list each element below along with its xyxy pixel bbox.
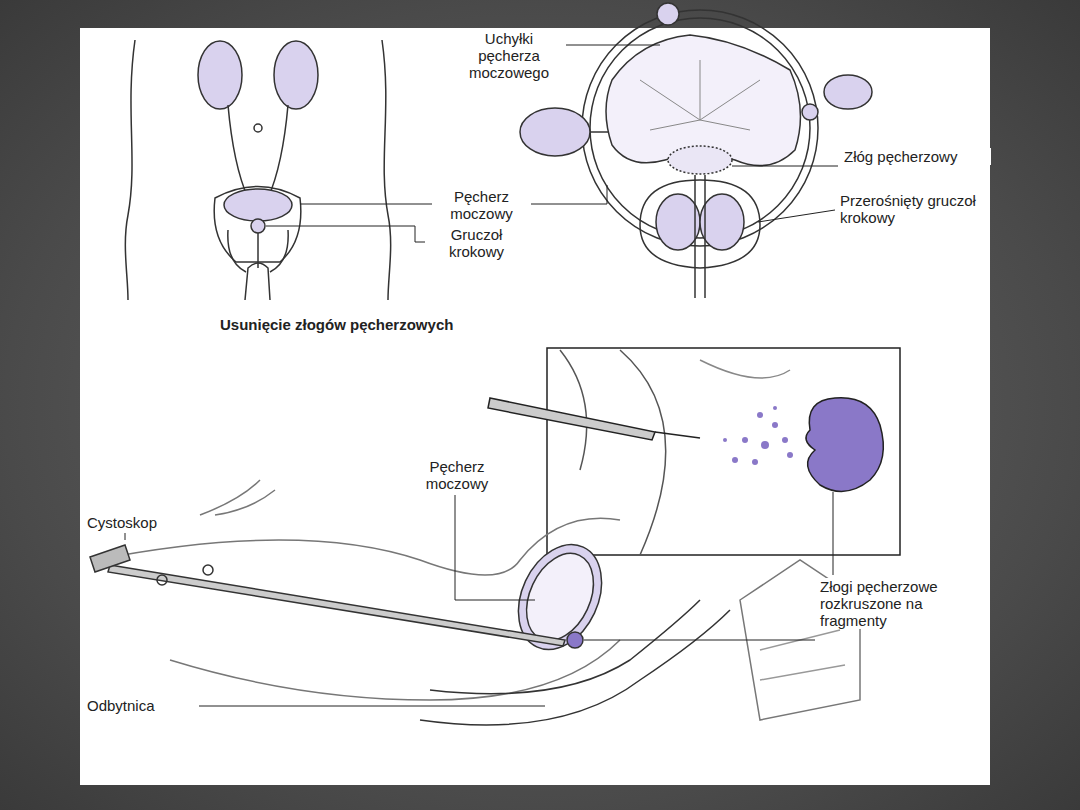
- drawing-line: [175, 706, 545, 707]
- pelvis-sagittal: [90, 480, 860, 725]
- drawing-ellipse: [198, 41, 242, 109]
- drawing-circle: [787, 452, 793, 458]
- part-label: Przerośnięty gruczoł krokowy: [838, 192, 987, 226]
- drawing-path: [200, 480, 275, 515]
- drawing-polyline: [455, 495, 535, 600]
- drawing-path: [640, 180, 760, 268]
- drawing-circle: [742, 437, 748, 443]
- part-label: Złóg pęcherzowy: [842, 148, 991, 165]
- part-label: Cystoskop: [85, 514, 199, 531]
- drawing-circle: [254, 124, 262, 132]
- drawing-circle: [251, 219, 265, 233]
- drawing-circle: [203, 565, 213, 575]
- drawing-circle: [772, 422, 778, 428]
- leader-lines: [125, 45, 838, 706]
- drawing-path: [228, 230, 246, 272]
- drawing-circle: [761, 441, 769, 449]
- drawing-path: [90, 545, 130, 572]
- drawing-line: [732, 166, 838, 167]
- drawing-circle: [773, 406, 777, 410]
- drawing-ellipse: [824, 75, 872, 109]
- drawing-line: [758, 210, 835, 222]
- drawing-circle: [590, 18, 810, 238]
- drawing-line: [590, 131, 610, 133]
- drawing-path: [108, 565, 565, 646]
- drawing-circle: [567, 632, 583, 648]
- drawing-path: [228, 105, 248, 198]
- drawing-circle: [757, 412, 763, 418]
- drawing-path: [655, 432, 700, 438]
- drawing-ellipse: [700, 194, 744, 250]
- drawing-path: [806, 398, 883, 492]
- part-label: Uchyłki pęcherza moczowego: [452, 30, 566, 81]
- drawing-circle: [802, 104, 818, 120]
- part-label: Pęcherz moczowy: [400, 458, 514, 492]
- drawing-ellipse: [520, 108, 590, 156]
- drawing-line: [300, 204, 432, 205]
- drawing-path: [245, 263, 270, 300]
- drawing-ellipse: [668, 146, 732, 174]
- diagram-title: Usunięcie złogów pęcherzowych: [218, 316, 455, 333]
- part-label: Odbytnica: [85, 697, 199, 714]
- drawing-circle: [732, 457, 738, 463]
- part-label: Złogi pęcherzowe rozkruszone na fragment…: [818, 578, 987, 629]
- drawing-path: [270, 230, 288, 272]
- drawing-path: [620, 350, 666, 555]
- drawing-circle: [657, 3, 679, 25]
- drawing-path: [125, 40, 135, 300]
- drawing-path: [382, 40, 391, 300]
- drawing-polyline: [525, 185, 607, 204]
- part-label: Pęcherz moczowy: [432, 188, 531, 222]
- drawing-line: [694, 175, 696, 298]
- drawing-line: [565, 45, 660, 46]
- drawing-path: [760, 630, 845, 680]
- drawing-line: [584, 640, 815, 641]
- part-label: Gruczoł krokowy: [427, 226, 526, 260]
- drawing-path: [606, 35, 800, 166]
- drawing-rect: [547, 348, 900, 555]
- drawing-path: [268, 105, 288, 198]
- inset-view: [488, 348, 900, 555]
- drawing-ellipse: [224, 189, 292, 221]
- drawing-circle: [752, 459, 758, 465]
- drawing-circle: [157, 575, 167, 585]
- drawing-path: [488, 398, 655, 440]
- drawing-polyline: [266, 226, 425, 242]
- drawing-path: [640, 60, 760, 130]
- drawing-circle: [782, 437, 788, 443]
- drawing-g: [723, 406, 793, 465]
- drawing-line: [833, 492, 834, 575]
- drawing-line: [125, 533, 126, 540]
- drawing-line: [257, 233, 259, 268]
- drawing-ellipse: [274, 41, 318, 109]
- drawing-ellipse: [656, 194, 700, 250]
- drawing-path: [700, 360, 790, 378]
- drawing-path: [560, 350, 587, 470]
- body-front-view: [125, 40, 390, 300]
- drawing-circle: [723, 438, 727, 442]
- bladder-section: [520, 3, 872, 298]
- drawing-line: [704, 175, 706, 298]
